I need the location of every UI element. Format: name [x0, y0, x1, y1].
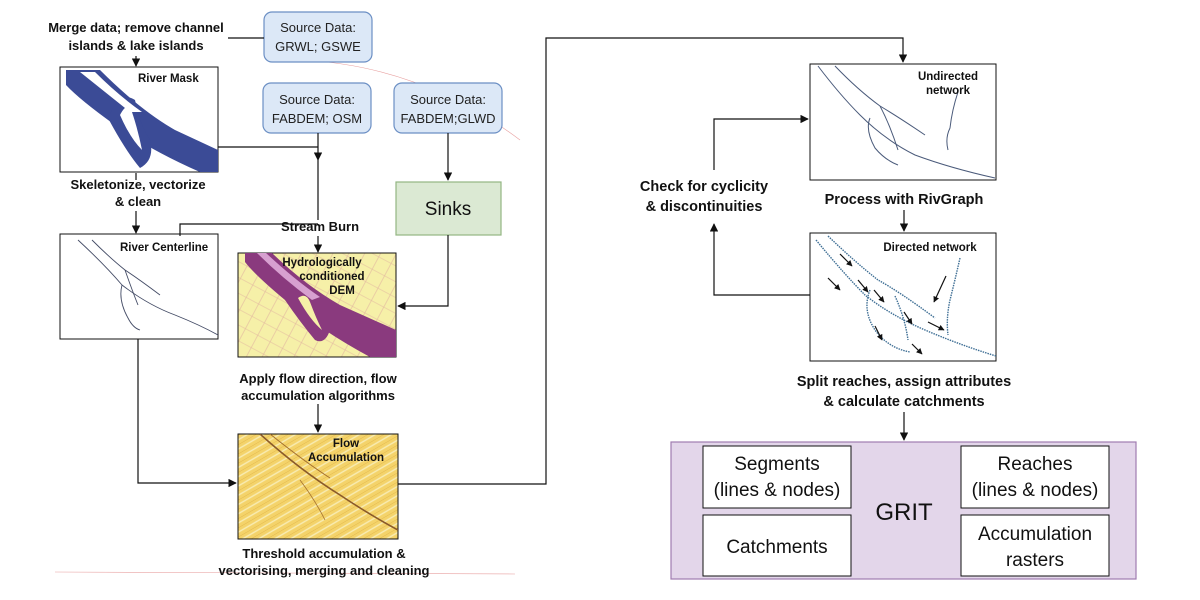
check-cyclicity-label-line1: Check for cyclicity: [640, 179, 768, 195]
hydro-dem-panel: Hydrologically conditioned DEM: [237, 252, 397, 358]
undirected-network-panel: Undirected network: [809, 63, 997, 181]
merge-data-label-line1: Merge data; remove channel: [48, 20, 224, 35]
skeletonize-label-line1: Skeletonize, vectorize: [70, 177, 205, 192]
undirected-network-title-line2: network: [926, 85, 971, 97]
segments-line1: Segments: [734, 454, 820, 475]
arrow: [137, 339, 237, 488]
check-cyclicity-label-line2: & discontinuities: [646, 199, 763, 215]
threshold-label-line1: Threshold accumulation &: [242, 546, 405, 561]
rivgraph-label: Process with RivGraph: [825, 192, 984, 208]
accumulation-rasters-line2: rasters: [1006, 550, 1064, 571]
grit-output-box: GRIT Segments (lines & nodes) Catchments…: [670, 441, 1137, 580]
flow-accumulation-title-line1: Flow: [333, 438, 359, 450]
directed-network-title: Directed network: [883, 242, 977, 254]
source-fabdem-glwd-line1: Source Data:: [410, 92, 486, 107]
source-data-fabdem-glwd-box: Source Data: FABDEM;GLWD: [393, 82, 503, 134]
stream-burn-label: Stream Burn: [281, 219, 359, 234]
directed-network-panel: Directed network: [809, 232, 997, 362]
arrow-from-check: [713, 114, 809, 170]
river-mask-panel: River Mask: [59, 66, 219, 173]
catchments-box: Catchments: [702, 514, 852, 577]
catchments-label: Catchments: [726, 537, 827, 558]
hydro-dem-title-line3: DEM: [329, 285, 355, 297]
segments-line2: (lines & nodes): [714, 480, 841, 501]
accumulation-rasters-line1: Accumulation: [978, 524, 1092, 545]
source-grwl-line2: GRWL; GSWE: [275, 39, 361, 54]
hydro-dem-title-line1: Hydrologically: [282, 257, 362, 269]
sinks-label: Sinks: [425, 199, 471, 220]
reaches-box: Reaches (lines & nodes): [960, 445, 1110, 509]
split-reaches-label-line2: & calculate catchments: [823, 394, 984, 410]
undirected-network-title-line1: Undirected: [918, 71, 978, 83]
source-data-fabdem-osm-box: Source Data: FABDEM; OSM: [262, 82, 372, 134]
river-mask-title: River Mask: [138, 73, 199, 85]
flow-accumulation-panel: Flow Accumulation: [237, 433, 399, 540]
arrow-to-check: [709, 223, 810, 296]
decorative-line: [54, 571, 516, 575]
source-data-grwl-box: Source Data: GRWL; GSWE: [263, 11, 373, 63]
arrow: [397, 235, 449, 311]
flow-accumulation-title-line2: Accumulation: [308, 452, 384, 464]
accumulation-rasters-box: Accumulation rasters: [960, 514, 1110, 577]
arrow-to-rivgraph: [398, 37, 908, 485]
skeletonize-label-line2: & clean: [115, 194, 161, 209]
source-fabdem-osm-line1: Source Data:: [279, 92, 355, 107]
split-reaches-label-line1: Split reaches, assign attributes: [797, 374, 1011, 390]
apply-flow-label-line1: Apply flow direction, flow: [239, 371, 397, 386]
reaches-line2: (lines & nodes): [972, 480, 1099, 501]
merge-data-label-line2: islands & lake islands: [68, 38, 203, 53]
hydro-dem-title-line2: conditioned: [299, 271, 364, 283]
connector: [179, 223, 318, 236]
river-centerline-title: River Centerline: [120, 242, 208, 254]
reaches-line1: Reaches: [998, 454, 1073, 475]
segments-box: Segments (lines & nodes): [702, 445, 852, 509]
sinks-box: Sinks: [395, 181, 502, 236]
source-grwl-line1: Source Data:: [280, 20, 356, 35]
apply-flow-label-line2: accumulation algorithms: [241, 388, 395, 403]
source-fabdem-osm-line2: FABDEM; OSM: [272, 111, 362, 126]
river-centerline-panel: River Centerline: [59, 233, 219, 340]
threshold-label-line2: vectorising, merging and cleaning: [219, 563, 430, 578]
grit-label: GRIT: [875, 499, 933, 526]
flow-arrow-icons: [827, 253, 947, 355]
source-fabdem-glwd-line2: FABDEM;GLWD: [400, 111, 495, 126]
